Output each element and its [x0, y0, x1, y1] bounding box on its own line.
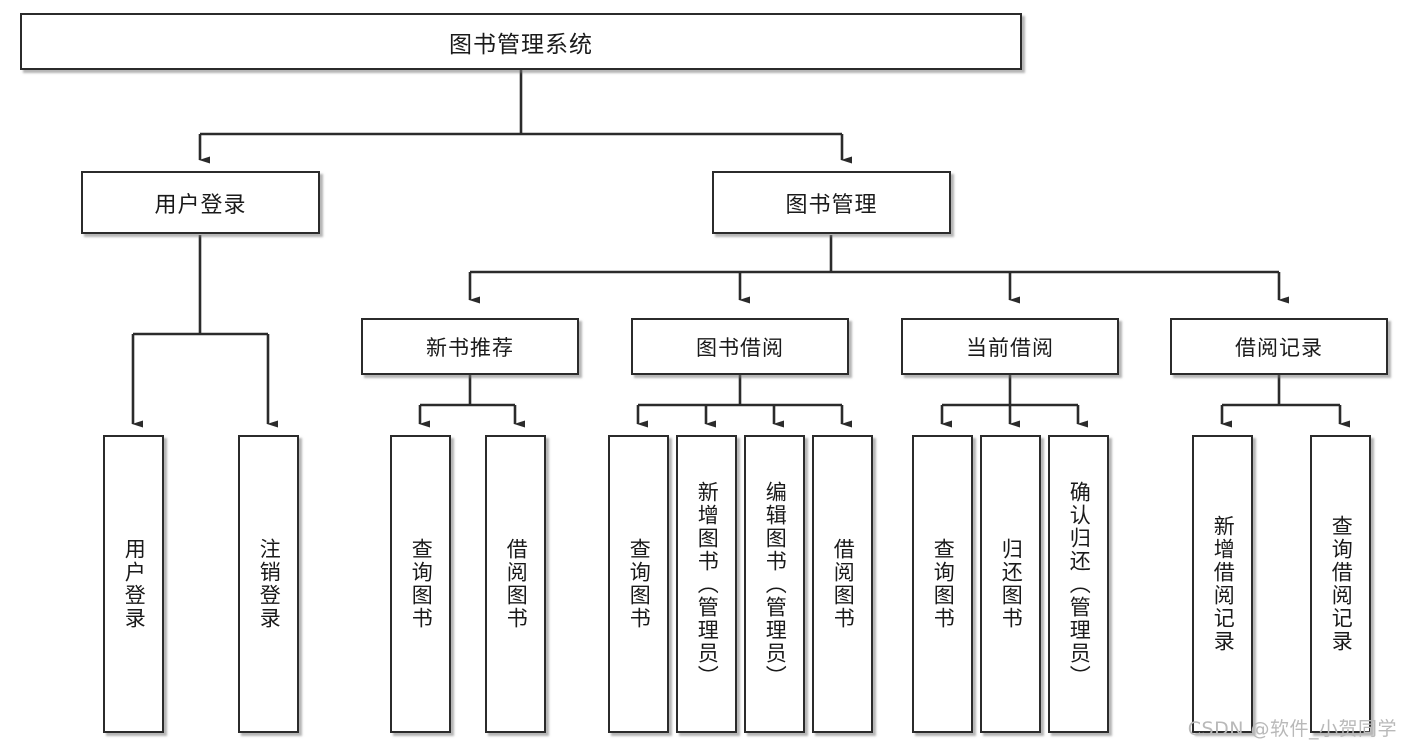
node-label: 用户登录 — [122, 538, 147, 630]
node-label: 借阅图书 — [504, 538, 529, 630]
node-book-management-system[interactable]: 图书管理系统 — [20, 13, 1022, 70]
leaf-logout[interactable]: 注销登录 — [238, 435, 299, 733]
leaf-borrow-book-recommend[interactable]: 借阅图书 — [485, 435, 546, 733]
leaf-borrow-book[interactable]: 借阅图书 — [812, 435, 873, 733]
leaf-add-book-admin[interactable]: 新增图书（管理员） — [676, 435, 737, 733]
leaf-query-book-recommend[interactable]: 查询图书 — [390, 435, 451, 733]
node-new-book-recommendation[interactable]: 新书推荐 — [361, 318, 579, 375]
node-book-management[interactable]: 图书管理 — [712, 171, 951, 234]
node-label: 注销登录 — [257, 538, 282, 630]
node-current-borrowing[interactable]: 当前借阅 — [901, 318, 1119, 375]
node-borrowing-record[interactable]: 借阅记录 — [1170, 318, 1388, 375]
node-label: 确认归还（管理员） — [1067, 480, 1092, 688]
node-label: 借阅图书 — [831, 538, 856, 630]
leaf-edit-book-admin[interactable]: 编辑图书（管理员） — [744, 435, 805, 733]
node-label: 新增借阅记录 — [1211, 515, 1236, 653]
node-label: 查询借阅记录 — [1329, 515, 1354, 653]
node-label: 图书管理 — [785, 192, 878, 218]
node-label: 查询图书 — [409, 538, 434, 630]
leaf-query-book-borrow[interactable]: 查询图书 — [608, 435, 669, 733]
node-label: 图书借阅 — [696, 335, 784, 360]
node-label: 归还图书 — [999, 538, 1024, 630]
node-label: 查询图书 — [931, 538, 956, 630]
leaf-query-book-current[interactable]: 查询图书 — [912, 435, 973, 733]
node-label: 借阅记录 — [1235, 335, 1323, 360]
node-label: 新书推荐 — [426, 335, 514, 360]
node-label: 当前借阅 — [966, 335, 1054, 360]
leaf-user-login[interactable]: 用户登录 — [103, 435, 164, 733]
node-label: 新增图书（管理员） — [695, 480, 720, 688]
node-label: 图书管理系统 — [449, 31, 593, 58]
node-label: 用户登录 — [154, 192, 247, 218]
leaf-query-borrow-record[interactable]: 查询借阅记录 — [1310, 435, 1371, 733]
leaf-add-borrow-record[interactable]: 新增借阅记录 — [1192, 435, 1253, 733]
leaf-return-book[interactable]: 归还图书 — [980, 435, 1041, 733]
node-user-login[interactable]: 用户登录 — [81, 171, 320, 234]
node-label: 查询图书 — [627, 538, 652, 630]
leaf-confirm-return-admin[interactable]: 确认归还（管理员） — [1048, 435, 1109, 733]
node-label: 编辑图书（管理员） — [763, 480, 788, 688]
node-book-borrowing[interactable]: 图书借阅 — [631, 318, 849, 375]
watermark-text: CSDN @软件_小贺同学 — [1187, 718, 1397, 740]
